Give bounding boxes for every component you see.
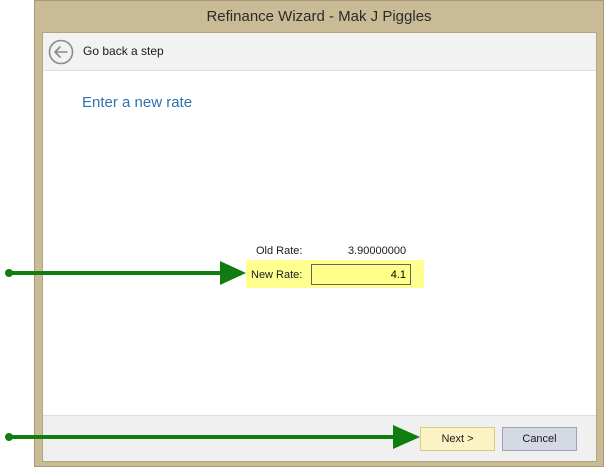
wizard-footer: Next > Cancel xyxy=(43,415,596,461)
cancel-button[interactable]: Cancel xyxy=(502,427,577,451)
navigation-bar: Go back a step xyxy=(43,33,596,71)
wizard-window: Refinance Wizard - Mak J Piggles Go back… xyxy=(34,0,604,467)
back-step-link[interactable]: Go back a step xyxy=(83,44,164,58)
new-rate-input[interactable] xyxy=(311,264,411,285)
old-rate-label: Old Rate: xyxy=(256,245,303,257)
wizard-client-area: Go back a step Enter a new rate Old Rate… xyxy=(42,32,597,462)
new-rate-label: New Rate: xyxy=(251,269,303,281)
old-rate-value: 3.90000000 xyxy=(348,245,407,257)
window-title: Refinance Wizard - Mak J Piggles xyxy=(206,8,432,25)
back-arrow-icon[interactable] xyxy=(48,39,74,65)
next-button[interactable]: Next > xyxy=(420,427,495,451)
page-heading: Enter a new rate xyxy=(82,94,193,111)
